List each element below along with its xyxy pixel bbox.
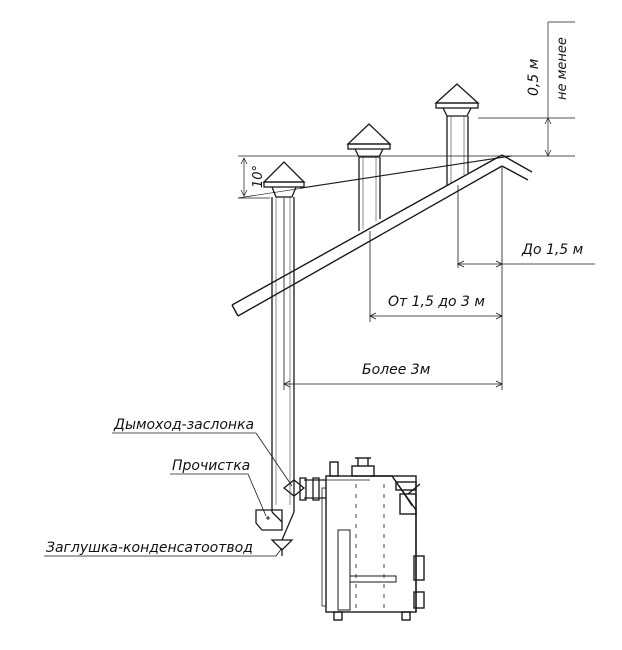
- chimney-left: [255, 161, 326, 556]
- angle-label: 10°: [251, 165, 266, 188]
- roof: [231, 154, 533, 317]
- text-labels: 0,5 м не менее 10° До 1,5 м От 1,5 до 3 …: [46, 37, 584, 556]
- cleanout-label: Прочистка: [172, 458, 250, 474]
- chimney-right: [434, 83, 480, 185]
- damper-elbow: [282, 479, 306, 497]
- cleanout-box: [255, 509, 283, 531]
- chimney-left-cap-icon: [262, 161, 306, 183]
- horizontal-dimensions: [283, 166, 595, 390]
- dist-1-5-to-3-label: От 1,5 до 3 м: [388, 294, 485, 310]
- flue-damper-label: Дымоход-заслонка: [113, 417, 254, 433]
- reference-lines: [237, 21, 575, 199]
- boiler: [321, 457, 425, 621]
- height-min-label: 0,5 м: [526, 58, 542, 96]
- chimney-middle: [346, 123, 392, 231]
- condensate-plug-label: Заглушка-конденсатоотвод: [46, 540, 253, 556]
- dist-up-to-1-5-label: До 1,5 м: [521, 242, 584, 258]
- condensate-plug-icon: [270, 539, 294, 551]
- boiler-body: [325, 475, 417, 613]
- leader-lines: [44, 432, 293, 557]
- dist-more-3-label: Более 3м: [362, 362, 431, 378]
- chimney-right-cap-icon: [434, 83, 480, 104]
- height-min-note: не менее: [555, 37, 570, 100]
- chimney-middle-cap-icon: [346, 123, 392, 145]
